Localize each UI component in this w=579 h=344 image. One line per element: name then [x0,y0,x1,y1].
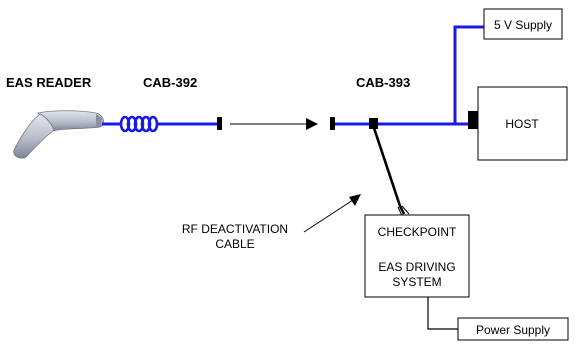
power-supply-line [427,297,458,330]
cab-393-label: CAB-393 [356,75,410,90]
host-connector [468,111,478,129]
supply-5v-box [483,8,563,40]
rf-deactivation-wire [372,127,406,215]
y-splitter [369,118,378,129]
cab-392-cable [102,115,222,133]
rf-cable-label: CABLE [215,237,254,251]
eas-reader-label: EAS READER [6,75,92,90]
rf-deactivation-label: RF DEACTIVATION [182,222,288,236]
connector-plug [217,117,222,130]
host-label: HOST [505,117,539,131]
checkpoint-label: CHECKPOINT [378,225,457,239]
cab-393-cable [330,25,484,217]
supply-5v-label: 5 V Supply [494,18,552,32]
rf-callout-arrow [303,194,361,233]
barcode-scanner-icon [13,110,104,159]
connection-arrow [230,118,318,130]
power-supply-label: Power Supply [476,323,550,337]
supply-5v-line [453,25,484,124]
cab-392-label: CAB-392 [143,75,197,90]
host-box [477,86,568,161]
coiled-cable-icon [119,115,159,133]
connector-plug [330,117,335,130]
checkpoint-box [364,214,470,298]
power-supply-box [457,317,569,341]
system-label: SYSTEM [392,275,441,289]
eas-driving-label: EAS DRIVING [378,260,455,274]
